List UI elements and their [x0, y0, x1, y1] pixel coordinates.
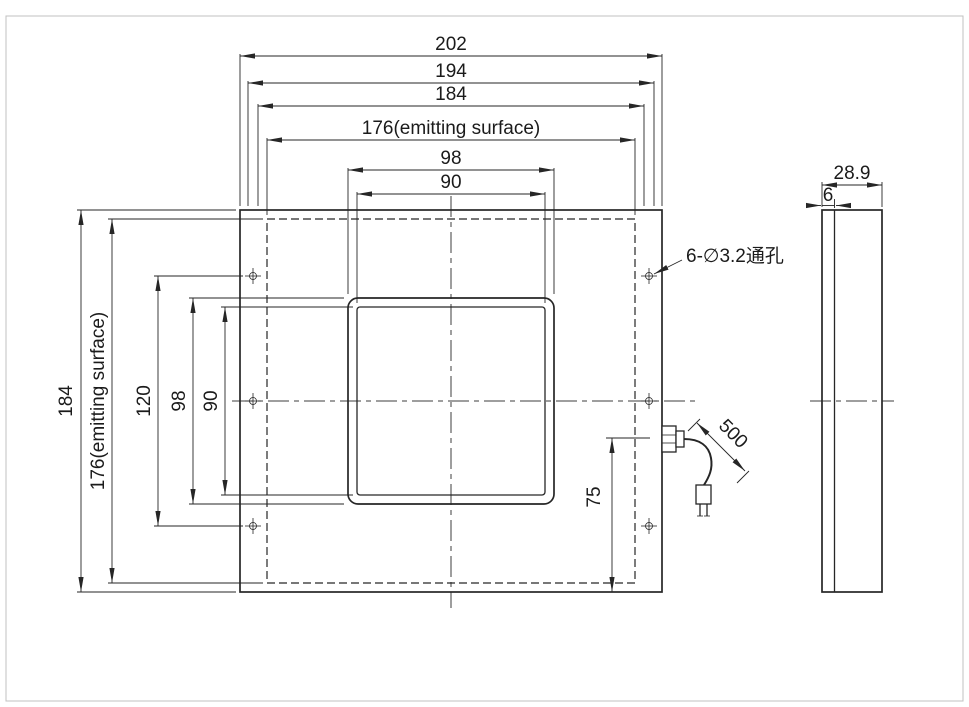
hole-callout-leader [653, 259, 683, 275]
depth-dimension: 28.9 [822, 163, 882, 188]
dim-width-98: 98 [440, 148, 461, 169]
mounting-hole [245, 268, 261, 284]
cable-strain-relief [675, 430, 685, 448]
front-view: 202 194 184 176(emitting surface) 98 90 … [56, 34, 784, 608]
dim-offset-75: 75 [584, 486, 605, 507]
cable-wire [683, 438, 713, 486]
top-dimension-lines [240, 53, 662, 197]
mounting-hole [641, 518, 657, 534]
centerlines [232, 196, 700, 608]
dim-height-184: 184 [56, 385, 77, 417]
cable-length-dimension: 500 [687, 415, 752, 484]
dim-height-120: 120 [134, 385, 155, 417]
dim-width-emitting-surface: 176(emitting surface) [362, 118, 540, 139]
dim-height-90: 90 [201, 390, 222, 411]
mounting-hole [641, 393, 657, 409]
cable-plug [695, 484, 712, 505]
dim-plate-6: 6 [823, 185, 834, 206]
cable-offset-dimension: 75 [584, 437, 650, 592]
dim-height-emitting-surface: 176(emitting surface) [88, 312, 109, 490]
top-extension-lines [239, 54, 663, 303]
dim-width-202: 202 [435, 34, 467, 55]
cable-connector [661, 425, 677, 453]
side-view: 28.9 6 [806, 163, 894, 593]
plug-prongs [697, 504, 710, 517]
dim-height-98: 98 [169, 390, 190, 411]
power-cable-assembly [661, 425, 713, 517]
mounting-hole [641, 268, 657, 284]
dim-width-184: 184 [435, 84, 467, 105]
dim-width-90: 90 [440, 172, 461, 193]
left-extension-lines [77, 209, 353, 593]
plate-thickness-dimension: 6 [806, 185, 851, 209]
mounting-hole [245, 518, 261, 534]
dim-depth-28-9: 28.9 [834, 163, 871, 184]
left-dimension-lines [78, 210, 228, 592]
side-profile-outline [821, 209, 883, 593]
mounting-hole [245, 393, 261, 409]
center-window-outer [347, 297, 555, 505]
page-border [5, 15, 964, 702]
emitting-surface-outline [266, 218, 636, 584]
hole-callout-label: 6-∅3.2通孔 [686, 245, 784, 267]
mounting-holes [245, 268, 657, 534]
dim-cable-500: 500 [714, 415, 751, 452]
panel-outline [239, 209, 663, 593]
hole-callout: 6-∅3.2通孔 [653, 245, 784, 275]
center-window-inner [356, 306, 546, 496]
dim-width-194: 194 [435, 61, 467, 82]
